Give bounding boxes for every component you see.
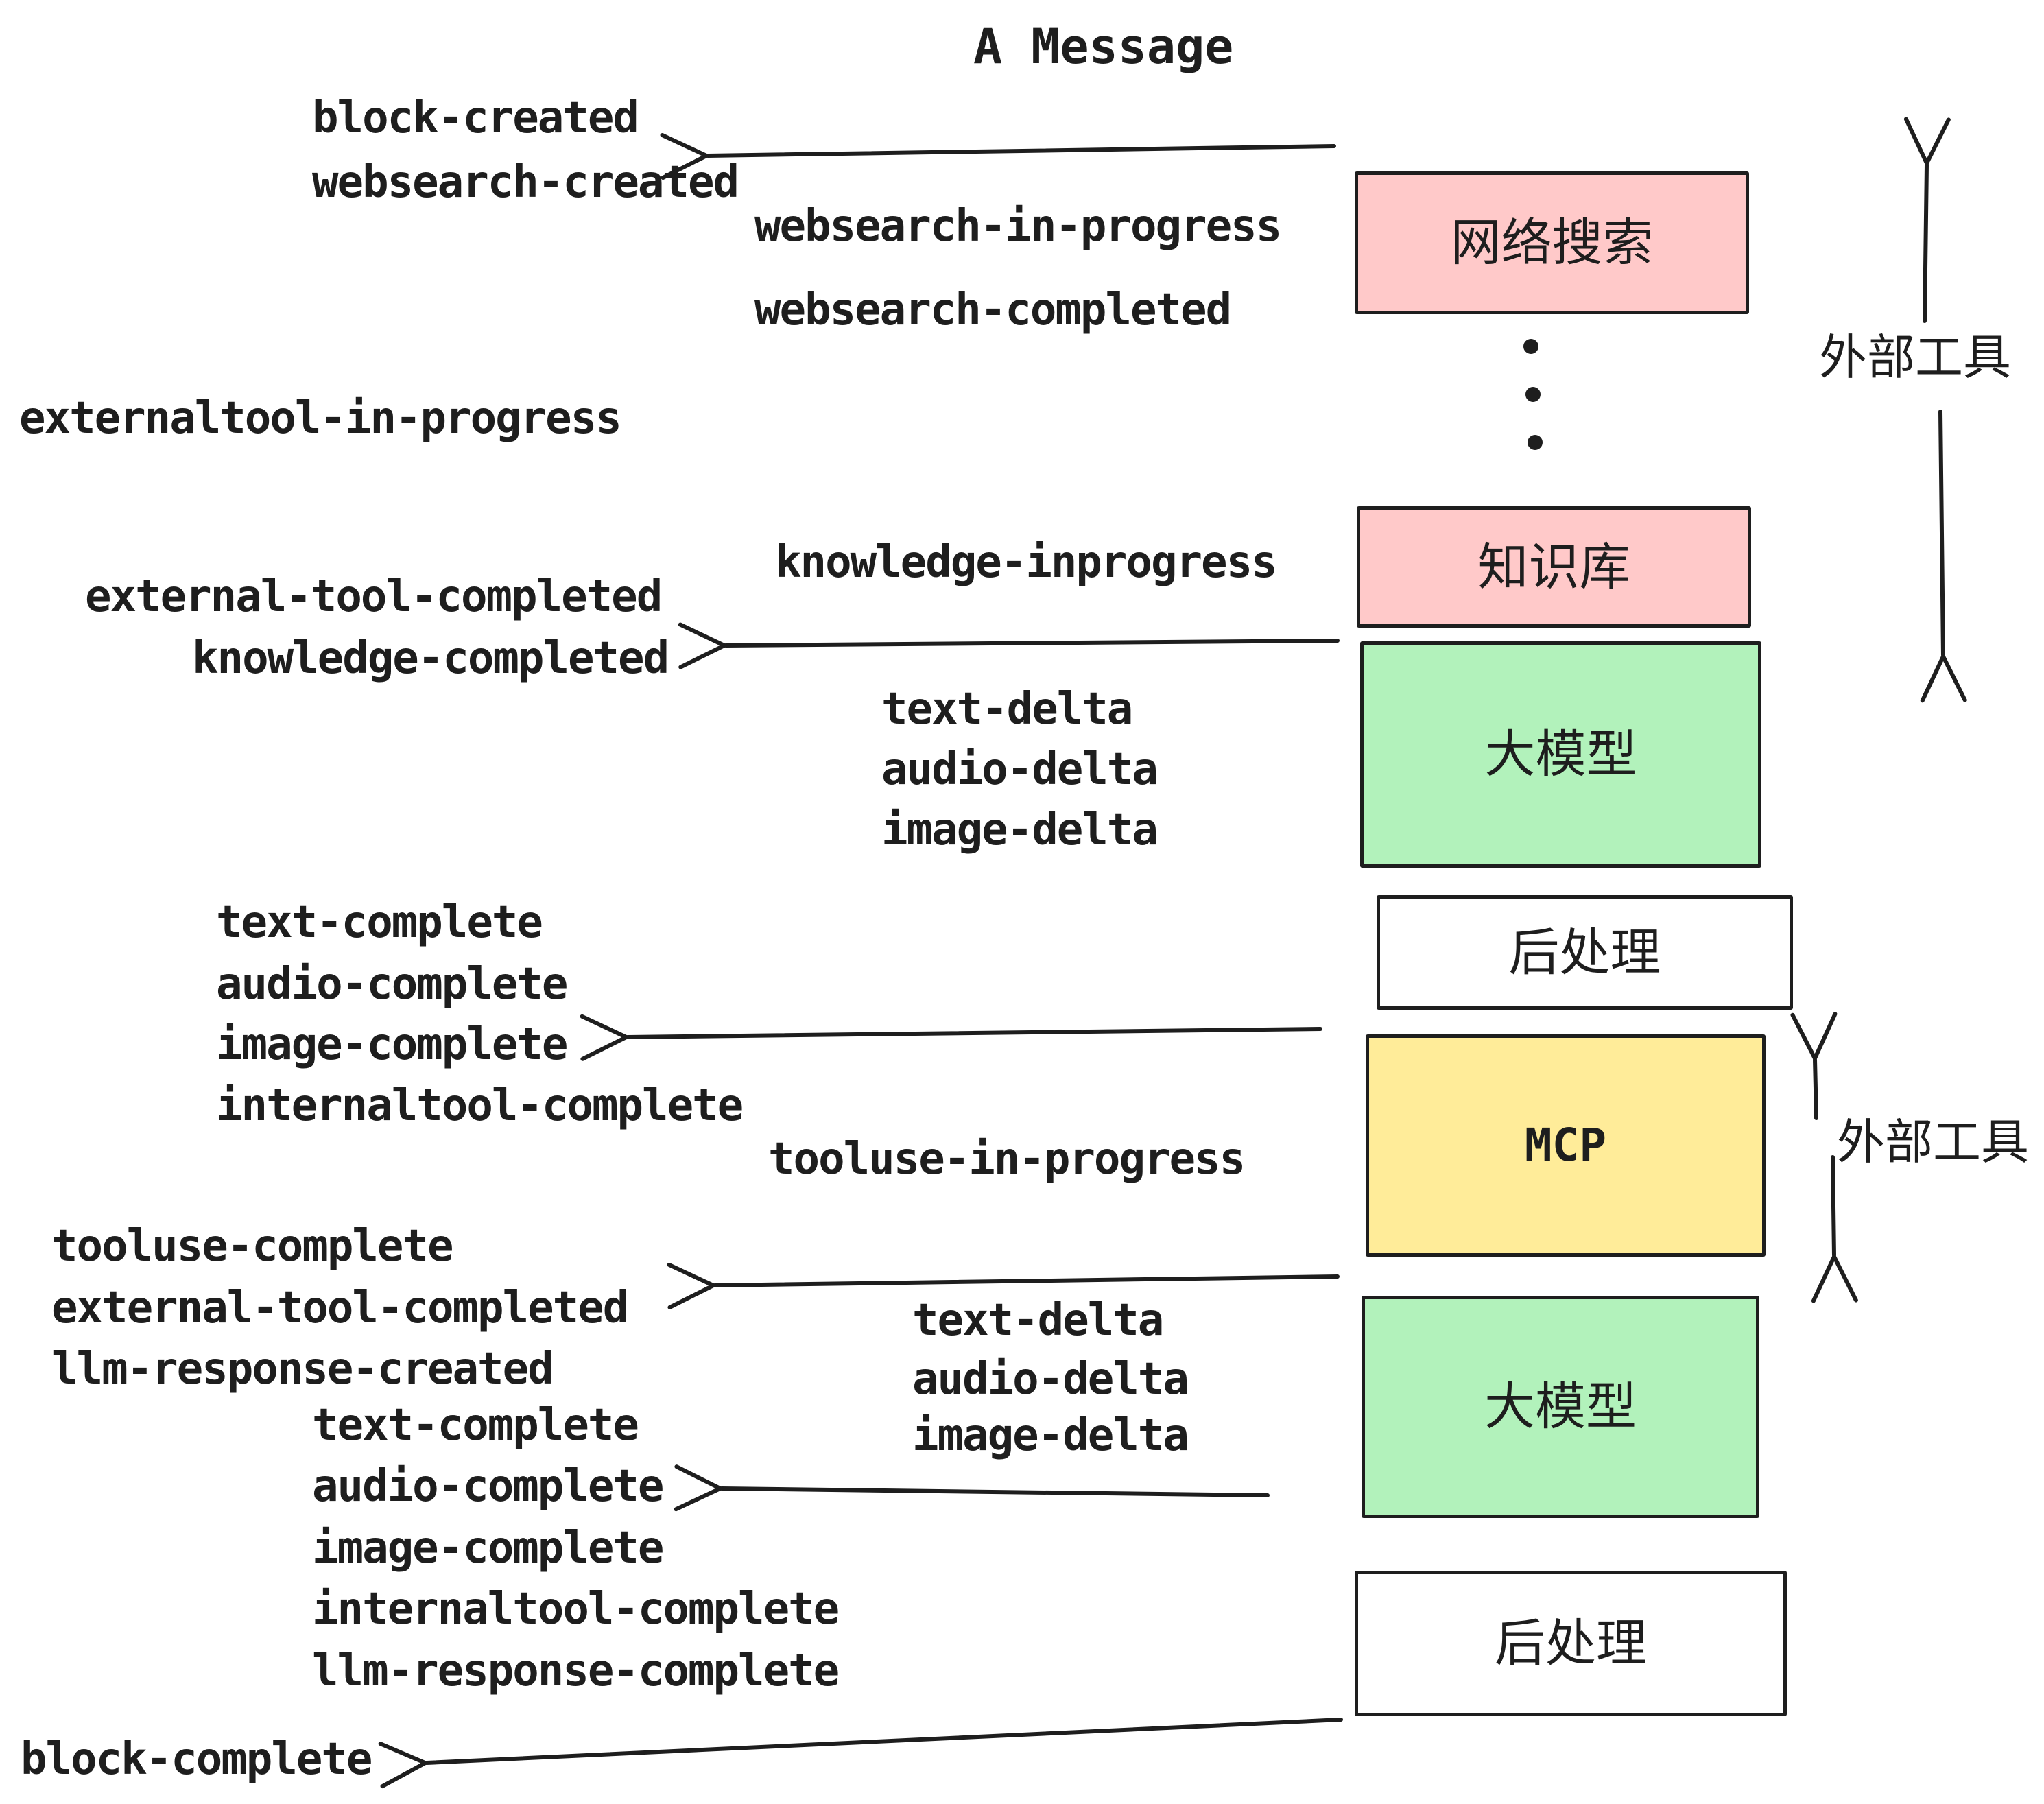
- event-internaltool-complete: internaltool-complete: [216, 1080, 744, 1131]
- arrow-external-tools-top-up: [1903, 117, 1951, 323]
- box-mcp-label: MCP: [1524, 1119, 1607, 1172]
- box-post-bottom-label: 后处理: [1495, 1614, 1647, 1673]
- external-tools-label-mcp: 外部工具: [1837, 1114, 2029, 1170]
- event-knowledge-completed: knowledge-completed: [192, 633, 669, 684]
- event-tooluse-in-progress: tooluse-in-progress: [768, 1134, 1246, 1185]
- box-websearch: 网络搜索: [1355, 171, 1749, 314]
- arrow-knowledge-to-knowledge-completed: [678, 622, 1340, 669]
- ellipsis-dot: [1523, 339, 1538, 354]
- arrow-external-tools-mcp-down: [1811, 1155, 1858, 1303]
- event-text-delta-2: text-delta: [912, 1295, 1164, 1346]
- arrow-external-tools-top-down: [1920, 410, 1967, 703]
- external-tools-label-top: 外部工具: [1819, 329, 2011, 385]
- event-block-created: block-created: [312, 93, 639, 143]
- event-image-complete: image-complete: [216, 1019, 568, 1070]
- arrow-post-to-block-complete: [378, 1718, 1343, 1789]
- event-llm-response-complete: llm-response-complete: [312, 1646, 840, 1696]
- box-post-top-label: 后处理: [1508, 923, 1661, 982]
- box-knowledge: 知识库: [1357, 506, 1751, 628]
- page-title: A Message: [973, 19, 1234, 75]
- event-audio-delta-2: audio-delta: [912, 1354, 1189, 1405]
- event-knowledge-inprogress: knowledge-inprogress: [775, 537, 1278, 588]
- event-audio-delta: audio-delta: [881, 744, 1158, 795]
- event-tooluse-complete: tooluse-complete: [51, 1221, 453, 1272]
- box-mcp: MCP: [1366, 1034, 1766, 1257]
- ellipsis-dot: [1528, 435, 1543, 450]
- arrow-mcp-to-tooluse-complete: [667, 1262, 1340, 1309]
- event-image-delta: image-delta: [881, 805, 1158, 855]
- box-websearch-label: 网络搜索: [1450, 213, 1654, 272]
- box-llm-bottom-label: 大模型: [1484, 1377, 1637, 1436]
- event-websearch-created: websearch-created: [312, 157, 739, 208]
- event-external-tool-completed: external-tool-completed: [85, 571, 663, 622]
- event-internaltool-complete-2: internaltool-complete: [312, 1584, 840, 1635]
- box-post-top: 后处理: [1377, 895, 1793, 1010]
- event-websearch-in-progress: websearch-in-progress: [754, 201, 1282, 252]
- box-llm-top-label: 大模型: [1484, 725, 1637, 784]
- event-external-tool-completed-2: external-tool-completed: [51, 1283, 629, 1333]
- event-audio-complete: audio-complete: [216, 959, 568, 1010]
- ellipsis-dot: [1525, 387, 1541, 402]
- box-llm-bottom: 大模型: [1362, 1296, 1759, 1518]
- event-audio-complete-2: audio-complete: [312, 1461, 664, 1512]
- arrow-websearch-to-block-created: [660, 133, 1336, 180]
- event-text-complete: text-complete: [216, 897, 543, 948]
- arrow-llm-to-audio-complete: [674, 1464, 1270, 1512]
- event-llm-response-created: llm-response-created: [51, 1344, 554, 1394]
- box-llm-top: 大模型: [1360, 641, 1761, 868]
- box-post-bottom: 后处理: [1355, 1571, 1787, 1716]
- event-block-complete: block-complete: [21, 1734, 372, 1785]
- event-text-complete-2: text-complete: [312, 1400, 639, 1451]
- event-text-delta: text-delta: [881, 684, 1133, 735]
- event-image-delta-2: image-delta: [912, 1410, 1189, 1461]
- event-image-complete-2: image-complete: [312, 1523, 664, 1574]
- event-websearch-completed: websearch-completed: [754, 285, 1232, 335]
- arrow-post-to-image-complete: [580, 1014, 1322, 1061]
- event-externaltool-in-progress: externaltool-in-progress: [19, 393, 622, 444]
- arrow-external-tools-mcp-up: [1790, 1012, 1838, 1120]
- box-knowledge-label: 知识库: [1477, 537, 1630, 597]
